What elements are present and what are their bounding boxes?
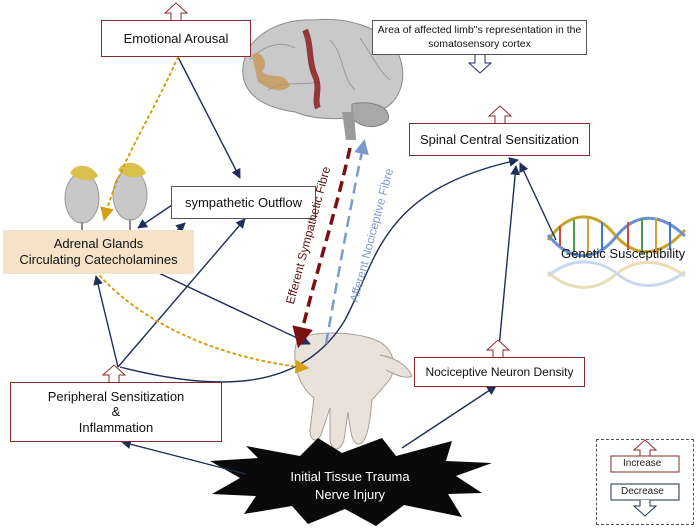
inflammation-label: Inflammation xyxy=(78,419,154,435)
legend-increase-swatch xyxy=(610,455,680,473)
arrow-adrenal-to-hand-dotted xyxy=(99,275,310,374)
arrow-peripheral-to-adrenal xyxy=(93,275,119,368)
increase-arrow-nociceptive xyxy=(485,339,511,357)
arrow-emotional-to-adrenal xyxy=(100,56,179,222)
peripheral-ampersand: & xyxy=(111,404,121,420)
peripheral-sensitization-label: Peripheral Sensitization xyxy=(47,388,185,404)
arrow-peripheral-to-spinal xyxy=(119,157,519,383)
cortex-area-box: Area of affected limb"s representation i… xyxy=(372,20,587,55)
hand-illustration xyxy=(294,332,413,450)
nociceptive-density-label: Nociceptive Neuron Density xyxy=(425,364,574,379)
arrow-emotional-to-sympathetic xyxy=(177,56,241,179)
emotional-arousal-label: Emotional Arousal xyxy=(123,30,229,46)
nerve-injury-label: Nerve Injury xyxy=(314,486,386,502)
increase-arrow-emotional xyxy=(163,2,189,20)
arrow-nociceptive-to-spinal xyxy=(497,165,521,359)
legend xyxy=(596,439,694,525)
nociceptive-density-box: Nociceptive Neuron Density xyxy=(414,357,585,387)
peripheral-sensitization-box: Peripheral Sensitization & Inflammation xyxy=(10,382,222,442)
cortex-area-label: Area of affected limb"s representation i… xyxy=(377,23,582,50)
adrenal-kidney-illustration xyxy=(64,162,148,235)
afferent-nociceptive-fibre xyxy=(324,139,369,345)
arrow-trauma-to-nociceptive xyxy=(401,385,497,449)
decrease-arrow-cortex xyxy=(467,55,493,74)
increase-arrow-spinal xyxy=(487,105,513,123)
trauma-starburst xyxy=(210,438,492,526)
dna-illustration xyxy=(546,215,687,289)
arrow-genetic-to-spinal xyxy=(519,162,557,241)
emotional-arousal-box: Emotional Arousal xyxy=(101,20,251,57)
adrenal-glands-label: Adrenal Glands xyxy=(53,236,144,252)
increase-arrow-peripheral xyxy=(101,364,127,382)
arrow-sympathetic-to-adrenal xyxy=(137,204,173,229)
sympathetic-outflow-box: sympathetic Outflow xyxy=(171,186,316,219)
legend-decrease-icon xyxy=(632,500,658,517)
brain-illustration xyxy=(242,18,404,140)
adrenal-glands-box: Adrenal Glands Circulating Catecholamine… xyxy=(3,230,194,274)
genetic-susceptibility-label: Genetic Susceptibility xyxy=(561,246,686,261)
legend-decrease-label: Decrease xyxy=(621,486,664,497)
circulating-catecholamines-label: Circulating Catecholamines xyxy=(19,252,178,267)
arrow-peripheral-to-sympathetic xyxy=(117,218,246,368)
arrow-adrenal-to-hand xyxy=(147,267,311,345)
trauma-label: Initial Tissue Trauma Nerve Injury xyxy=(235,468,465,503)
sympathetic-outflow-label: sympathetic Outflow xyxy=(184,194,303,210)
spinal-sensitization-label: Spinal Central Sensitization xyxy=(420,131,579,147)
legend-increase-icon xyxy=(632,439,658,456)
spinal-sensitization-box: Spinal Central Sensitization xyxy=(409,123,590,156)
initial-tissue-trauma-label: Initial Tissue Trauma xyxy=(290,469,410,484)
legend-increase-label: Increase xyxy=(623,458,662,469)
arrow-trauma-to-peripheral xyxy=(121,439,247,475)
efferent-sympathetic-fibre xyxy=(292,147,352,349)
